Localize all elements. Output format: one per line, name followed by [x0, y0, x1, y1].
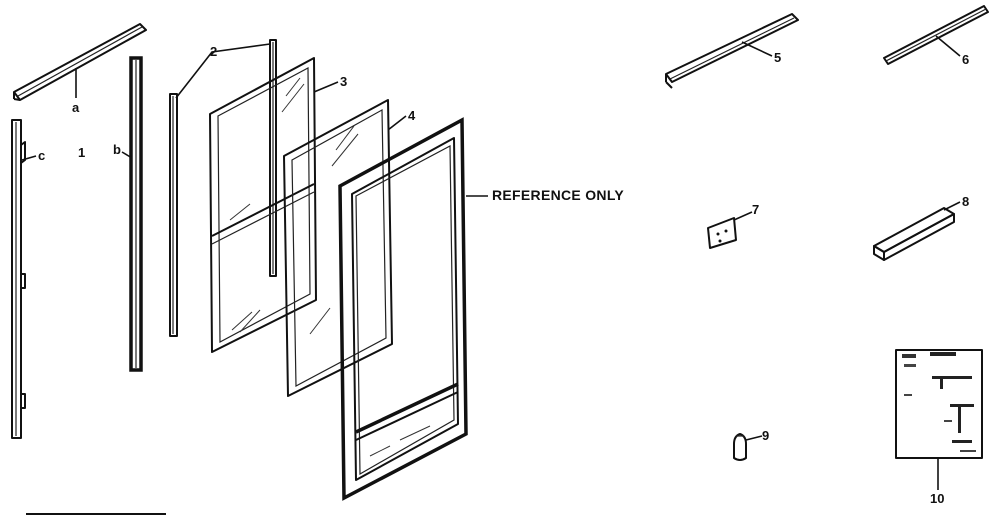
block-8: [873, 207, 955, 261]
label-c: c: [38, 148, 45, 163]
label-2: 2: [210, 44, 217, 59]
leader-7: [733, 211, 753, 221]
leader-6: [935, 35, 961, 57]
top-track-rail: [13, 23, 147, 101]
track-channel-5: [665, 13, 799, 89]
left-side-jamb: [11, 119, 26, 439]
label-9: 9: [762, 428, 769, 443]
instruction-sheet-10: [895, 349, 983, 459]
leader-4: [387, 115, 407, 131]
label-a: a: [72, 100, 80, 115]
leader-2: [175, 43, 271, 99]
label-8: 8: [962, 194, 969, 209]
right-side-jamb: [129, 56, 143, 372]
sliding-strip-left: [169, 93, 178, 337]
leader-9: [745, 435, 763, 441]
sill-strip-6: [883, 5, 989, 65]
label-10: 10: [930, 491, 944, 506]
label-5: 5: [774, 50, 781, 65]
label-4: 4: [408, 108, 416, 123]
leader-c: [21, 155, 37, 161]
bracket-7: [707, 217, 737, 249]
reference-only-label: REFERENCE ONLY: [492, 187, 624, 203]
label-3: 3: [340, 74, 347, 89]
leader-8: [943, 201, 961, 211]
reference-door-frame: [338, 117, 468, 501]
leader-3: [313, 81, 339, 93]
label-7: 7: [752, 202, 759, 217]
label-b: b: [113, 142, 121, 157]
label-1: 1: [78, 145, 85, 160]
leader-5: [741, 41, 773, 57]
glass-insert-panel: [283, 99, 393, 397]
sliding-strip-right: [269, 39, 277, 277]
touch-up-bottle-9: [733, 433, 747, 461]
leader-b: [121, 151, 133, 159]
window-sash-panel: [209, 57, 317, 353]
label-6: 6: [962, 52, 969, 67]
